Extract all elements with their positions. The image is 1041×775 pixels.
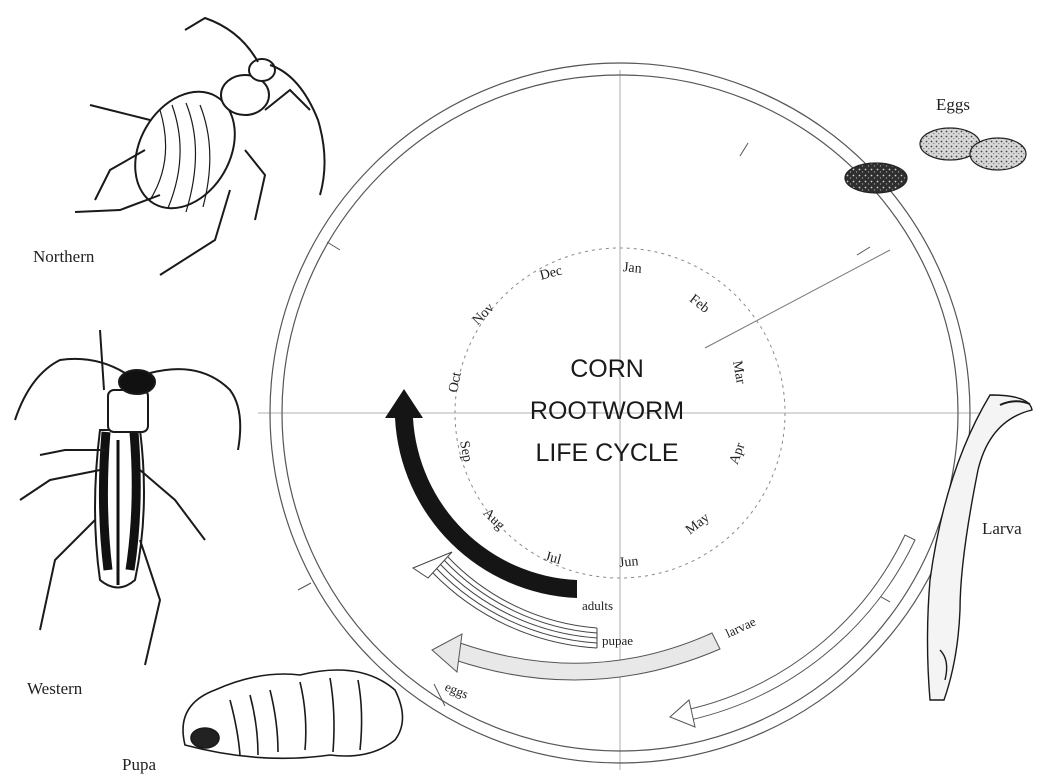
northern-beetle-illustration	[75, 18, 325, 275]
northern-caption: Northern	[33, 247, 95, 266]
eggs-label-box: eggs	[434, 679, 471, 706]
month-label: May	[683, 510, 712, 538]
pupa-illustration	[183, 670, 403, 758]
pupa-caption: Pupa	[122, 755, 156, 774]
adults-label: adults	[582, 598, 613, 613]
month-label: Jul	[543, 549, 563, 568]
month-label: Feb	[686, 292, 712, 317]
month-label: Jan	[622, 260, 642, 277]
pupae-label: pupae	[602, 633, 633, 648]
eggs-label: eggs	[443, 679, 471, 702]
month-label: Aug	[480, 506, 508, 534]
larvae-label: larvae	[723, 614, 758, 641]
month-label: Oct	[446, 371, 464, 394]
month-label: Apr	[727, 441, 749, 467]
larva-illustration	[928, 395, 1033, 700]
larvae-arrow	[432, 633, 720, 680]
western-beetle-illustration	[15, 330, 240, 665]
mar-divider-line	[705, 250, 890, 348]
title-line-2: ROOTWORM	[530, 397, 684, 425]
month-label: Mar	[729, 360, 748, 386]
eggs-caption: Eggs	[936, 95, 970, 114]
larva-caption: Larva	[982, 519, 1022, 538]
diagram-title: CORN ROOTWORM LIFE CYCLE	[530, 355, 684, 467]
month-label: Sep	[456, 440, 474, 463]
eggs-illustration	[845, 128, 1026, 193]
title-line-3: LIFE CYCLE	[535, 439, 678, 467]
month-label: Dec	[538, 263, 564, 283]
month-label: Jun	[618, 554, 639, 571]
western-caption: Western	[27, 679, 83, 698]
month-label: Nov	[470, 301, 498, 329]
title-line-1: CORN	[570, 355, 644, 383]
